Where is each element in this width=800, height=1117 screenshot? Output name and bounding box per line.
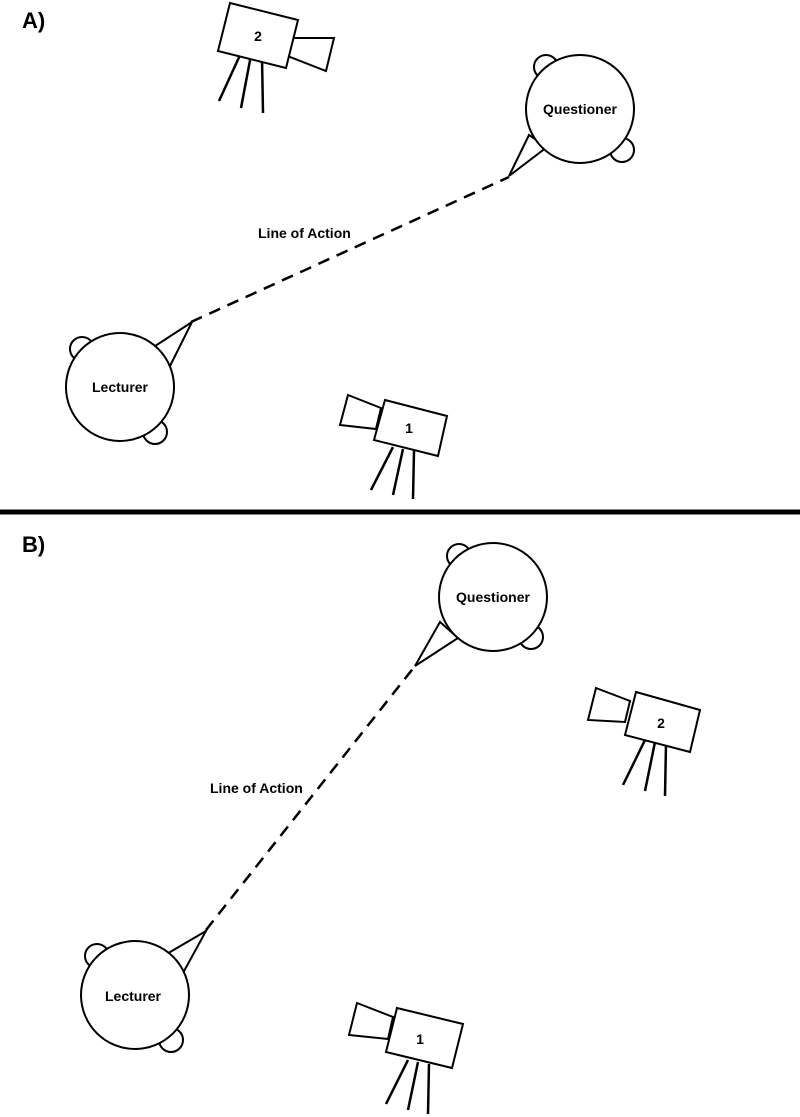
panel-a-line-of-action xyxy=(190,175,510,324)
panel-a-camera-1-leg xyxy=(369,446,395,491)
panel-b-camera-1-leg xyxy=(426,1063,431,1115)
panel-a-camera-2-body xyxy=(216,1,300,70)
panel-a: A) Line of Action Questioner Lecturer xyxy=(22,1,635,500)
panel-b-camera-2-lens xyxy=(586,686,632,724)
panel-b-camera-2-label: 2 xyxy=(657,715,665,731)
panel-b-camera-2-leg xyxy=(663,743,668,797)
panel-b-lecturer: Lecturer xyxy=(80,928,209,1053)
panel-a-lecturer: Lecturer xyxy=(65,319,195,445)
panel-a-questioner: Questioner xyxy=(508,54,635,177)
panel-b-camera-2-leg xyxy=(621,739,647,786)
panel-a-lecturer-head xyxy=(65,332,175,442)
panel-a-camera-1-lens xyxy=(338,393,383,431)
panel-b-camera-1-body xyxy=(384,1006,465,1070)
panel-a-questioner-head xyxy=(525,54,635,164)
panel-a-camera-1-leg xyxy=(391,448,405,496)
panel-b-camera-2: 2 xyxy=(586,686,702,797)
panel-b-line-of-action-label: Line of Action xyxy=(210,780,303,796)
panel-b-camera-1-leg xyxy=(406,1061,420,1111)
panel-b-camera-1-label: 1 xyxy=(416,1031,424,1047)
panel-b-camera-1-leg xyxy=(384,1059,410,1105)
panel-b-lecturer-head xyxy=(80,940,190,1050)
panel-b-questioner-head xyxy=(438,542,548,652)
panel-a-questioner-label: Questioner xyxy=(543,101,617,117)
panel-a-camera-1-leg xyxy=(411,450,416,500)
panel-a-camera-2-leg xyxy=(217,52,243,102)
panel-a-camera-2-leg xyxy=(239,54,253,109)
panel-a-lecturer-label: Lecturer xyxy=(92,379,149,395)
panel-b: B) Line of Action Questioner Lecturer xyxy=(22,532,702,1115)
panel-b-camera-2-body xyxy=(623,690,702,754)
panel-a-camera-1: 1 xyxy=(338,393,449,500)
panel-a-camera-2-leg xyxy=(260,56,265,114)
panel-b-questioner-label: Questioner xyxy=(456,589,530,605)
panel-a-line-of-action-label: Line of Action xyxy=(258,225,351,241)
panel-a-camera-1-label: 1 xyxy=(405,420,413,436)
panel-b-lecturer-label: Lecturer xyxy=(105,988,162,1004)
panel-b-line-of-action xyxy=(205,665,416,931)
panel-b-label: B) xyxy=(22,532,45,557)
panel-b-camera-1: 1 xyxy=(347,1001,465,1115)
panel-a-camera-2: 2 xyxy=(216,1,336,114)
panel-b-questioner: Questioner xyxy=(414,542,548,667)
panel-b-camera-2-leg xyxy=(643,741,657,792)
panel-a-camera-2-label: 2 xyxy=(254,28,262,44)
panel-b-camera-1-lens xyxy=(347,1001,395,1041)
panel-a-camera-1-body xyxy=(372,398,449,458)
panel-a-label: A) xyxy=(22,8,45,33)
